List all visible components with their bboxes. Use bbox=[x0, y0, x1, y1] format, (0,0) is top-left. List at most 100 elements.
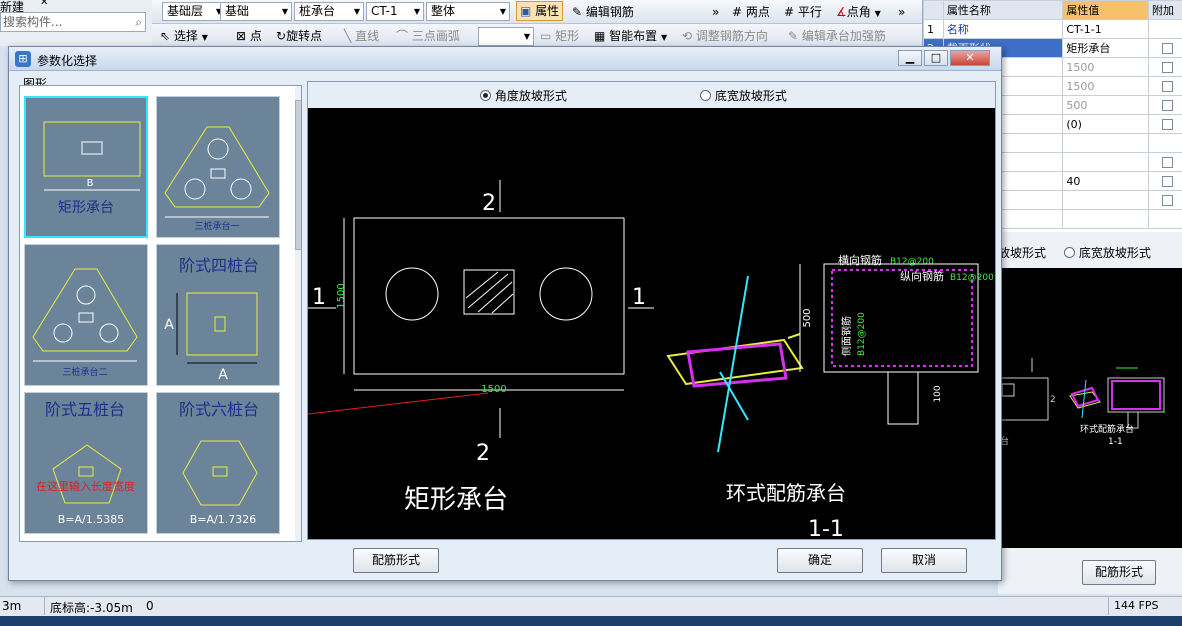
cad-preview: 2 1500 1500 1 1 2 矩形承台 bbox=[307, 108, 995, 542]
right-cad-preview: 2 台 环式配筋承台 1-1 bbox=[997, 268, 1182, 548]
parallel-button[interactable]: # 平行 bbox=[784, 3, 822, 21]
scope-select[interactable]: 整体▼ bbox=[426, 2, 510, 21]
radio-bottom-right[interactable]: 底宽放坡形式 bbox=[1064, 244, 1151, 261]
rebar-form-button[interactable]: 配筋形式 bbox=[353, 548, 439, 573]
rebar-form-label: 配筋形式 bbox=[371, 553, 420, 567]
row-checkbox[interactable] bbox=[1161, 43, 1173, 54]
chevron-down-icon: ▼ bbox=[281, 7, 288, 16]
row-value[interactable] bbox=[1062, 190, 1150, 210]
more-icon[interactable]: » bbox=[712, 5, 720, 19]
element-select[interactable]: CT-1▼ bbox=[366, 2, 424, 21]
cap-outline bbox=[186, 292, 258, 356]
red-annotation: 在这里输入长度宽度 bbox=[36, 480, 135, 493]
app-icon: ⊞ bbox=[15, 51, 31, 67]
row-value[interactable]: (0) bbox=[1062, 114, 1150, 134]
tile-step-six-pile[interactable]: 阶式六桩台 B=A/1.7326 bbox=[156, 392, 280, 534]
more-icon[interactable]: » bbox=[898, 5, 906, 19]
tile-sublabel: 三桩承台二 bbox=[62, 366, 107, 378]
scope-value: 整体 bbox=[431, 4, 456, 18]
param-selection-dialog: ⊞ 参数化选择 ▁ □ ✕ 图形 B 矩形承台 bbox=[8, 46, 1002, 581]
row-checkbox[interactable] bbox=[1161, 81, 1173, 92]
radio-bottom-slope[interactable]: 底宽放坡形式 bbox=[700, 87, 787, 104]
property-button[interactable]: ▣ 属性 bbox=[516, 1, 564, 21]
tile-sublabel: B=A/1.5385 bbox=[58, 513, 124, 526]
category-select[interactable]: 基础▼ bbox=[220, 2, 292, 21]
row-value[interactable]: 矩形承台 bbox=[1062, 38, 1150, 58]
hatch-line bbox=[477, 281, 513, 313]
row-value[interactable] bbox=[1062, 152, 1150, 172]
gallery-scrollbar[interactable] bbox=[295, 86, 301, 541]
row-value[interactable] bbox=[1062, 133, 1150, 153]
point-angle-button[interactable]: ∡点角 ▼ bbox=[836, 3, 881, 21]
row-value[interactable]: 500 bbox=[1062, 95, 1150, 115]
row-extra bbox=[1148, 95, 1182, 115]
scrollbar-thumb[interactable] bbox=[295, 100, 301, 250]
row-checkbox[interactable] bbox=[1161, 176, 1173, 187]
close-icon[interactable]: ✕ bbox=[40, 0, 49, 8]
draw-mode-select[interactable]: ▼ bbox=[478, 27, 534, 46]
row-checkbox[interactable] bbox=[1161, 100, 1173, 111]
select-button[interactable]: ⇖ 选择 ▼ bbox=[160, 27, 208, 45]
dim-label-a: A bbox=[164, 317, 174, 333]
new-button[interactable]: 新建 bbox=[0, 0, 25, 14]
mini-section-outline bbox=[1107, 377, 1165, 413]
tile-sublabel: B bbox=[87, 178, 94, 189]
radio-angle-slope[interactable]: 角度放坡形式 bbox=[480, 87, 567, 104]
tile-step-four-pile[interactable]: 阶式四桩台 A A bbox=[156, 244, 280, 386]
rotate-icon: ↻ bbox=[276, 29, 287, 43]
row-value[interactable] bbox=[1062, 209, 1150, 229]
row-extra bbox=[1148, 76, 1182, 96]
edit-cap-rebar-label: 编辑承台加强筋 bbox=[801, 29, 886, 43]
rebar-form-button-right[interactable]: 配筋形式 bbox=[1082, 560, 1156, 585]
iso-cyan-bar bbox=[717, 275, 749, 453]
row-value[interactable]: 40 bbox=[1062, 171, 1150, 191]
property-label: 属性 bbox=[535, 4, 560, 18]
type-select[interactable]: 桩承台▼ bbox=[294, 2, 364, 21]
rect-button[interactable]: ▭ 矩形 bbox=[540, 27, 579, 45]
tile-three-pile-1[interactable]: 三桩承台一 bbox=[156, 96, 280, 238]
row-checkbox[interactable] bbox=[1161, 157, 1173, 168]
left-panel: 新建 ✕ 搜索构件... ⌕ bbox=[0, 0, 152, 46]
tile-step-five-pile[interactable]: 阶式五桩台 B=A/1.5385 bbox=[24, 392, 148, 534]
search-input[interactable]: 搜索构件... ⌕ bbox=[0, 12, 146, 32]
minimize-button[interactable]: ▁ bbox=[898, 50, 922, 66]
row-checkbox[interactable] bbox=[1161, 62, 1173, 73]
two-point-button[interactable]: # 两点 bbox=[732, 3, 770, 21]
dim-width-label: 1500 bbox=[481, 384, 506, 395]
smart-layout-button[interactable]: ▦ 智能布置 ▼ bbox=[594, 27, 667, 45]
section-rebar-ring bbox=[831, 269, 973, 367]
floor-select[interactable]: 基础层▼ bbox=[162, 2, 226, 21]
row-checkbox[interactable] bbox=[1161, 195, 1173, 206]
edit-cap-rebar-button[interactable]: ✎ 编辑承台加强筋 bbox=[788, 27, 886, 45]
row-extra bbox=[1148, 114, 1182, 134]
iso-yellow-tick bbox=[787, 333, 801, 339]
section-mark: 2 bbox=[1050, 395, 1056, 405]
line-button[interactable]: ╲ 直线 bbox=[344, 27, 379, 45]
cancel-button[interactable]: 取消 bbox=[881, 548, 967, 573]
row-value[interactable]: CT-1-1 bbox=[1062, 19, 1150, 39]
dim-height-label: 1500 bbox=[336, 283, 347, 308]
adjust-rebar-dir-button[interactable]: ⟲ 调整钢筋方向 bbox=[682, 27, 768, 45]
close-button[interactable]: ✕ bbox=[950, 50, 990, 66]
search-icon[interactable]: ⌕ bbox=[135, 15, 142, 29]
three-point-arc-button[interactable]: ⌒ 三点画弧 bbox=[396, 27, 460, 45]
tile-rect-cap[interactable]: B 矩形承台 bbox=[24, 96, 148, 238]
rotate-point-button[interactable]: ↻旋转点 bbox=[276, 27, 322, 45]
row-checkbox[interactable] bbox=[1161, 119, 1173, 130]
radio-bottom-label: 底宽放坡形式 bbox=[714, 89, 787, 103]
maximize-button[interactable]: □ bbox=[924, 50, 948, 66]
row-value[interactable]: 1500 bbox=[1062, 76, 1150, 96]
shape-gallery: B 矩形承台 三桩承台一 bbox=[19, 85, 302, 542]
hatch-line bbox=[467, 273, 509, 309]
property-icon: ▣ bbox=[520, 4, 532, 18]
point-button[interactable]: ⊠ 点 bbox=[236, 27, 262, 45]
tile-three-pile-2[interactable]: 三桩承台二 bbox=[24, 244, 148, 386]
tile-drawing: 阶式四桩台 A A bbox=[164, 256, 259, 383]
radio-angle-right[interactable]: 放坡形式 bbox=[998, 244, 1046, 261]
row-value[interactable]: 1500 bbox=[1062, 57, 1150, 77]
edit-rebar-button[interactable]: ✎ 编辑钢筋 bbox=[572, 3, 634, 21]
rebar-form-right-label: 配筋形式 bbox=[1094, 565, 1143, 579]
radio-angle-right-label: 放坡形式 bbox=[998, 246, 1047, 260]
ok-button[interactable]: 确定 bbox=[777, 548, 863, 573]
